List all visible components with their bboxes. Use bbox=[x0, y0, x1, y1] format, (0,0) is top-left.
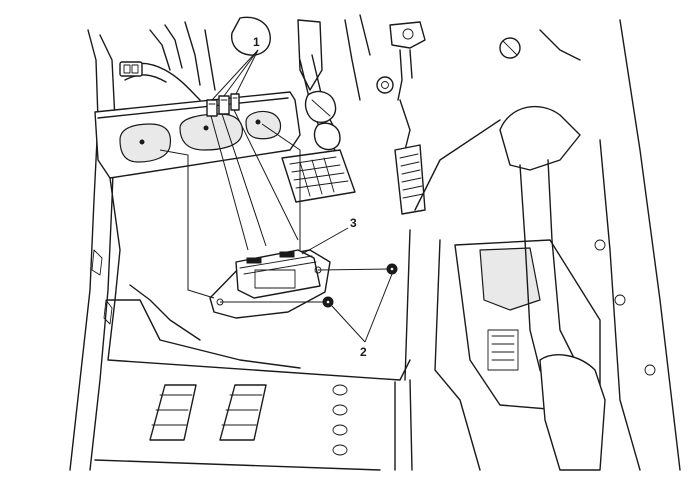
callout-3: 3 bbox=[350, 216, 357, 230]
callout-1: 1 bbox=[253, 35, 260, 49]
brake-pedal bbox=[281, 149, 356, 203]
floor-pan bbox=[94, 177, 413, 471]
accelerator-pedal bbox=[394, 99, 426, 215]
center-console bbox=[404, 119, 641, 471]
callout-2: 2 bbox=[360, 345, 367, 359]
gear-shift-lever bbox=[499, 105, 606, 471]
electrical-connectors bbox=[206, 93, 240, 117]
control-module bbox=[209, 249, 331, 319]
upper-bracket bbox=[376, 21, 426, 101]
harness-routing-lines bbox=[159, 109, 301, 299]
door-frame bbox=[69, 29, 116, 471]
fastener-nuts bbox=[220, 263, 398, 308]
console-right-details bbox=[499, 19, 681, 471]
steering-column bbox=[231, 14, 371, 151]
callout-leaders bbox=[211, 49, 393, 343]
lower-dash-panel bbox=[94, 91, 301, 179]
wiring-harness-upper bbox=[119, 21, 216, 101]
